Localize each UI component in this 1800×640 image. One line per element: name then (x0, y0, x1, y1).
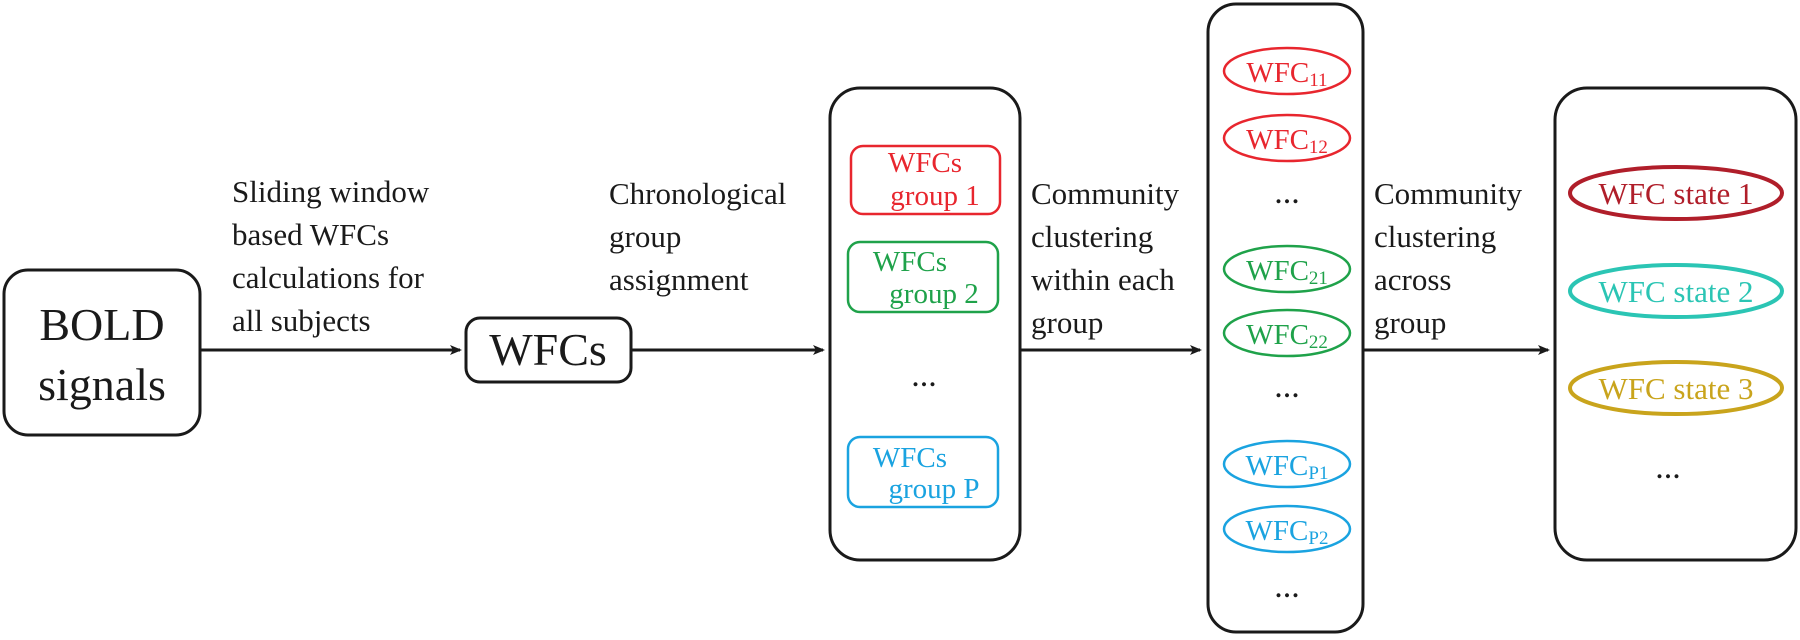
clusters-container: WFC11 WFC12 ... WFC21 WFC22 ... WFCP1 WF… (1206, 2, 1365, 634)
cluster-12-sub: 12 (1309, 137, 1328, 158)
step1-label-line4: all subjects (232, 303, 371, 338)
clusters-ellipsis-2: ... (1274, 368, 1300, 405)
cluster-12-base: WFC (1246, 124, 1309, 156)
group-1-label-line1: WFCs (888, 147, 962, 179)
step1-label-line3: calculations for (232, 260, 425, 295)
state-3-label: WFC state 3 (1599, 371, 1754, 406)
cluster-22-oval (1222, 308, 1352, 358)
state-2-oval (1568, 263, 1784, 319)
step1-label: Sliding window based WFCs calculations f… (232, 174, 430, 338)
states-container: WFC state 1 WFC state 2 WFC state 3 ... (1553, 86, 1798, 562)
cluster-11-oval (1222, 46, 1352, 96)
step1-label-line1: Sliding window (232, 174, 430, 209)
groups-ellipsis: ... (911, 357, 937, 394)
clusters-ellipsis-1: ... (1274, 174, 1300, 211)
group-p-box (846, 435, 1000, 509)
cluster-p1-base: WFC (1246, 450, 1309, 482)
cluster-p1-label: WFCP1 (1246, 450, 1329, 484)
cluster-11-base: WFC (1246, 57, 1309, 89)
group-p-label-line1: WFCs (873, 442, 947, 474)
step3-label-line3: within each (1031, 262, 1175, 297)
step4-label-line2: clustering (1374, 219, 1496, 254)
step2-label-line2: group (609, 219, 681, 254)
step4-label-line1: Community (1374, 176, 1523, 211)
step4-label-line4: group (1374, 305, 1446, 340)
cluster-22-label: WFC22 (1246, 319, 1328, 353)
states-ellipsis: ... (1655, 449, 1681, 486)
wfcs-node: WFCs (464, 316, 633, 384)
cluster-22-base: WFC (1246, 319, 1309, 351)
step3-label: Community clustering within each group (1031, 176, 1180, 340)
group-2-label-line2: group 2 (889, 278, 978, 310)
cluster-21-label: WFC21 (1246, 255, 1328, 289)
step2-label-line3: assignment (609, 262, 749, 297)
state-1-oval (1568, 165, 1784, 221)
cluster-p2-sub: P2 (1308, 528, 1328, 549)
cluster-21-base: WFC (1246, 255, 1309, 287)
cluster-12-label: WFC12 (1246, 124, 1328, 158)
cluster-11-sub: 11 (1309, 70, 1327, 91)
cluster-22-sub: 22 (1309, 332, 1328, 353)
cluster-p1-oval (1222, 439, 1352, 489)
cluster-21-sub: 21 (1309, 268, 1328, 289)
groups-container: WFCs group 1 WFCs group 2 ... WFCs group… (828, 86, 1022, 562)
cluster-21-oval (1222, 244, 1352, 294)
cluster-12-oval (1222, 113, 1352, 163)
clusters-ellipsis-3: ... (1274, 568, 1300, 605)
step3-label-line4: group (1031, 305, 1103, 340)
cluster-p2-base: WFC (1246, 515, 1309, 547)
bold-signals-node: BOLD signals (2, 268, 202, 437)
group-1-box (849, 144, 1002, 216)
cluster-p1-sub: P1 (1308, 463, 1328, 484)
step4-label: Community clustering across group (1374, 176, 1523, 340)
state-3-oval (1568, 360, 1784, 416)
state-2-label: WFC state 2 (1599, 274, 1754, 309)
group-1-label-line2: group 1 (890, 180, 979, 212)
state-1-label: WFC state 1 (1599, 176, 1754, 211)
cluster-p2-label: WFCP2 (1246, 515, 1329, 549)
step2-label: Chronological group assignment (609, 176, 786, 297)
wfcs-node-label: WFCs (489, 324, 607, 375)
step4-label-line3: across (1374, 262, 1451, 297)
group-2-label-line1: WFCs (873, 246, 947, 278)
step2-label-line1: Chronological (609, 176, 786, 211)
step3-label-line1: Community (1031, 176, 1180, 211)
step1-label-line2: based WFCs (232, 217, 389, 252)
group-2-box (846, 240, 1000, 314)
group-p-label-line2: group P (888, 473, 979, 505)
cluster-p2-oval (1222, 504, 1352, 554)
bold-signals-label-line2: signals (38, 359, 166, 410)
cluster-11-label: WFC11 (1246, 57, 1327, 91)
step3-label-line2: clustering (1031, 219, 1153, 254)
bold-signals-label-line1: BOLD (39, 299, 164, 350)
